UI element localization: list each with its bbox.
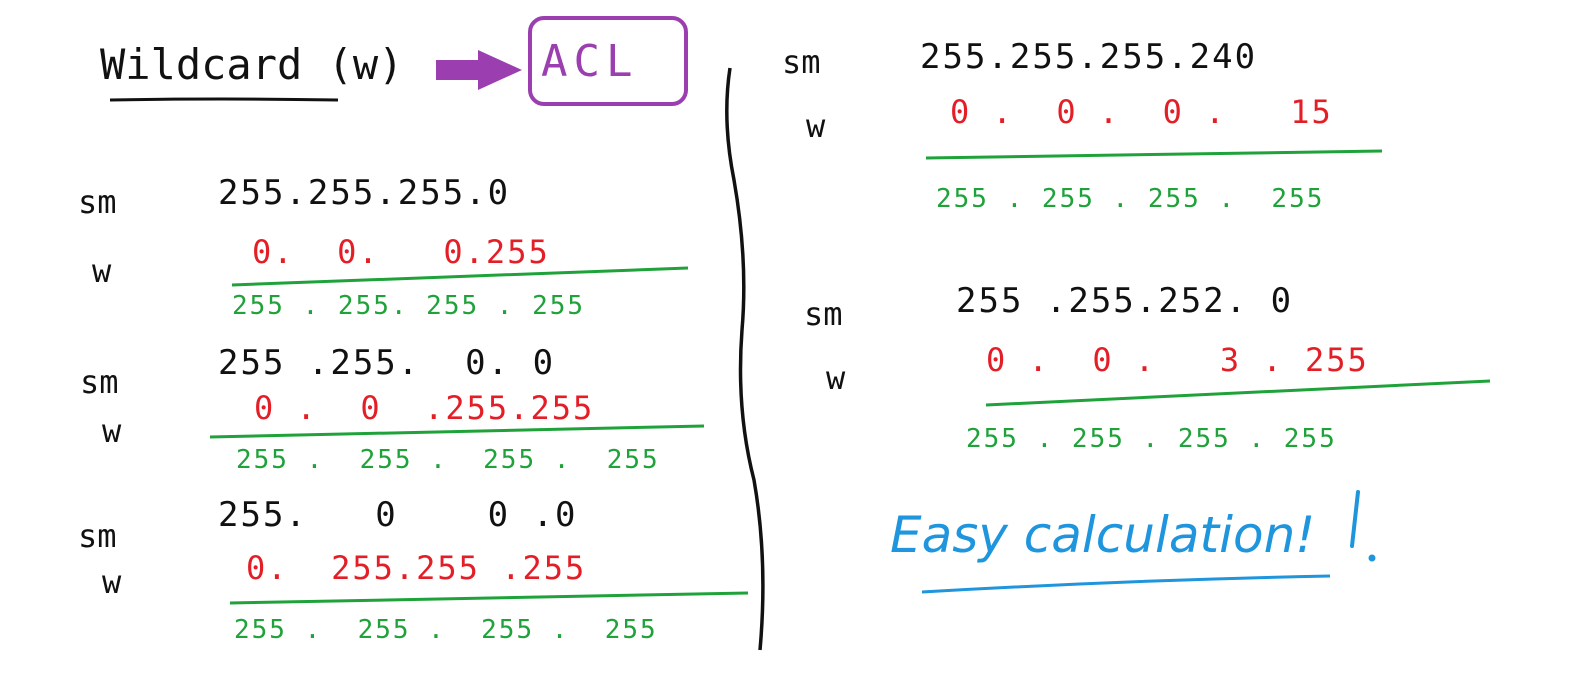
subnet-mask-value: 255 .255. 0. 0 — [218, 343, 556, 383]
wildcard-value: 0. 255.255 .255 — [246, 549, 587, 587]
wildcard-value: 0. 0. 0.255 — [252, 233, 550, 271]
sum-line-3 — [229, 591, 749, 605]
acl-box — [528, 16, 688, 106]
w-label: w — [806, 107, 826, 145]
result-value: 255 . 255 . 255 . 255 — [936, 184, 1325, 214]
note-underline — [921, 574, 1331, 594]
sm-label: sm — [78, 183, 117, 221]
w-label: w — [826, 359, 846, 397]
divider-line — [725, 67, 765, 651]
note-text: Easy calculation! — [890, 506, 1316, 564]
subnet-mask-value: 255 .255.252. 0 — [956, 281, 1294, 321]
wildcard-value: 0 . 0 .255.255 — [254, 389, 595, 427]
sm-label: sm — [782, 43, 821, 81]
sm-label: sm — [78, 517, 117, 555]
subnet-mask-value: 255. 0 0 .0 — [218, 495, 578, 535]
w-label: w — [102, 412, 122, 450]
subnet-mask-value: 255.255.255.240 — [920, 37, 1258, 77]
arrow-icon — [436, 50, 522, 90]
result-value: 255 . 255 . 255 . 255 — [234, 615, 658, 645]
result-value: 255 . 255 . 255 . 255 — [236, 445, 660, 475]
page-title: Wildcard (w) — [100, 40, 404, 89]
sum-line-4 — [925, 149, 1383, 160]
exclamation-dot — [1368, 554, 1376, 562]
subnet-mask-value: 255.255.255.0 — [218, 173, 511, 213]
wildcard-value: 0 . 0 . 0 . 15 — [950, 93, 1333, 131]
exclamation-mark — [1350, 490, 1360, 548]
sum-line-5 — [985, 379, 1491, 407]
acl-label: ACL — [541, 36, 639, 87]
sum-line-2 — [209, 424, 705, 439]
w-label: w — [92, 252, 112, 290]
header-underline — [109, 97, 339, 102]
w-label: w — [102, 563, 122, 601]
sum-line-1 — [231, 266, 689, 287]
sm-label: sm — [80, 363, 119, 401]
result-value: 255 . 255. 255 . 255 — [232, 291, 586, 321]
sm-label: sm — [804, 295, 843, 333]
result-value: 255 . 255 . 255 . 255 — [966, 424, 1337, 454]
wildcard-value: 0 . 0 . 3 . 255 — [986, 341, 1369, 379]
